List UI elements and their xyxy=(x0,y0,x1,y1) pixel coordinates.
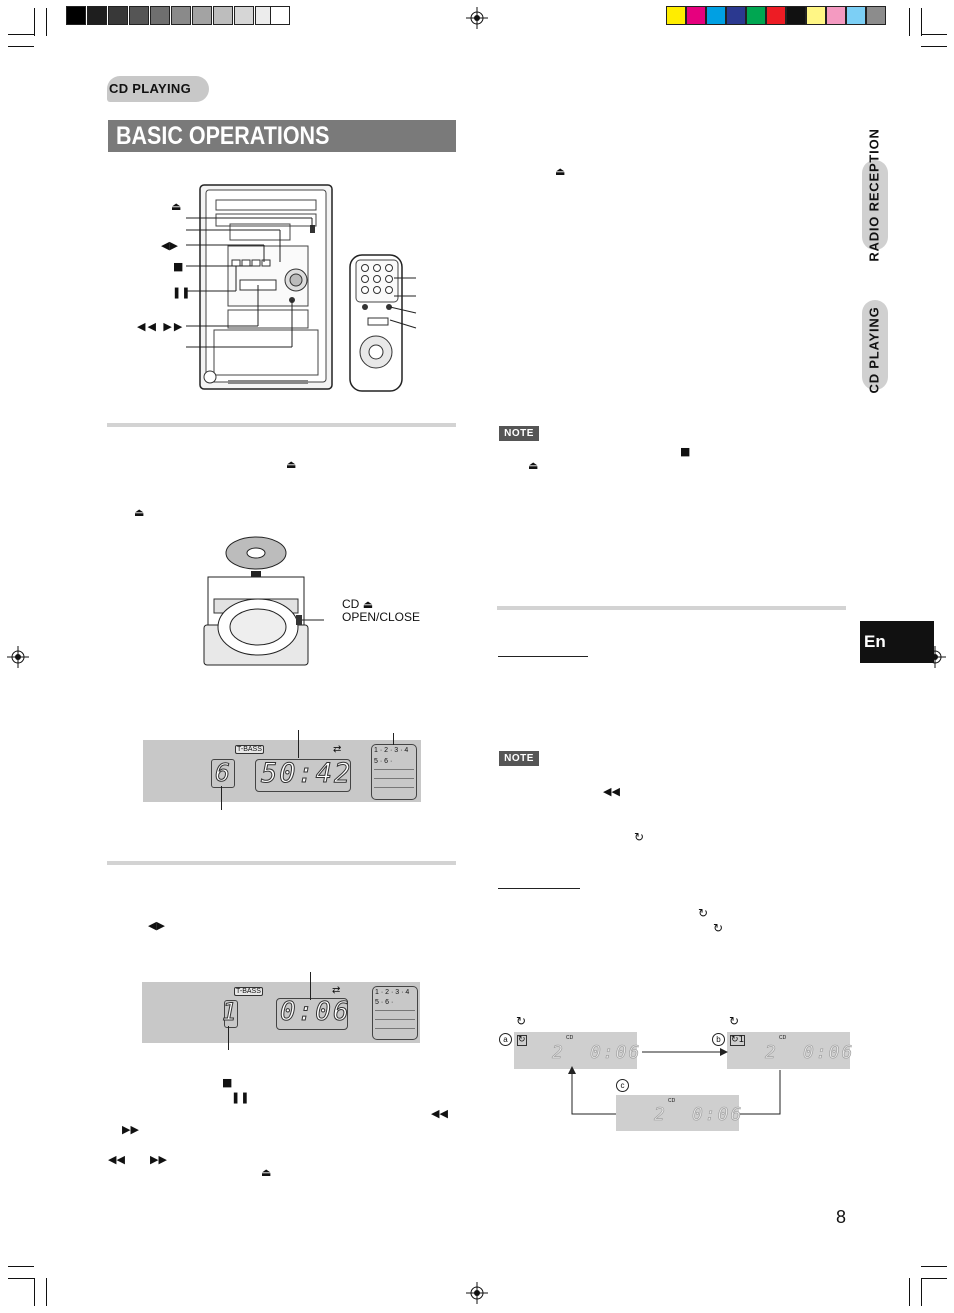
track-grid-row1: 1 · 2 · 3 · 4 xyxy=(375,989,410,996)
current-track: 1 xyxy=(221,998,239,1027)
callout-line xyxy=(310,972,311,1000)
marker-c: c xyxy=(616,1079,629,1092)
elapsed-time: 0:06 xyxy=(280,997,351,1028)
cd-display-total: T-BASS ⇄ 6 50:42 1 · 2 · 3 · 4 5 · 6 · xyxy=(143,740,421,802)
eject-icon: ⏏ xyxy=(362,598,374,611)
page-number: 8 xyxy=(836,1207,847,1227)
subheading-underline xyxy=(498,656,588,657)
subheading-underline xyxy=(498,888,580,889)
eject-icon: ⏏ xyxy=(261,1166,272,1179)
side-tab-radio: RADIO RECEPTION xyxy=(860,110,888,280)
play-pause-icon: ◀▶ xyxy=(161,239,178,252)
open-close-label: OPEN/CLOSE xyxy=(342,610,421,624)
tbass-indicator: T-BASS xyxy=(234,987,263,996)
stop-icon: ■ xyxy=(222,1076,233,1089)
eject-icon: ⏏ xyxy=(528,459,539,472)
eject-icon: ⏏ xyxy=(171,200,182,213)
repeat-display-c: CD 2 0:06 xyxy=(616,1095,742,1131)
section-divider xyxy=(497,606,846,610)
cd-tag: CD xyxy=(668,1098,676,1104)
track-grid: 1 · 2 · 3 · 4 5 · 6 · xyxy=(372,986,418,1040)
callout-line xyxy=(228,1026,229,1050)
repeat-display-a: ↻ CD 2 0:06 xyxy=(514,1032,640,1069)
marker-a: a xyxy=(499,1033,512,1046)
repeat-icon: ↻ xyxy=(729,1014,740,1028)
section-tag-label: CD PLAYING xyxy=(109,81,191,96)
play-pause-icon: ◀▶ xyxy=(148,919,165,932)
stereo-unit-illustration xyxy=(186,184,417,392)
pause-icon: ❚❚ xyxy=(231,1091,250,1104)
cd-tag: CD xyxy=(779,1035,787,1041)
track: 2 xyxy=(654,1104,667,1126)
language-tab: En xyxy=(860,621,934,663)
pause-icon: ❚❚ xyxy=(172,286,191,299)
repeat-icon: ↻ xyxy=(634,830,645,844)
registration-mark-top-icon xyxy=(466,7,488,29)
callout-line xyxy=(393,733,394,745)
track-count: 6 xyxy=(214,758,233,788)
rewind-icon: ◀◀ xyxy=(108,1153,125,1166)
registration-mark-bottom-icon xyxy=(466,1282,488,1304)
repeat-display-b: ↻1 CD 2 0:06 xyxy=(727,1032,853,1069)
side-tab-cd: CD PLAYING xyxy=(860,295,888,405)
track-grid: 1 · 2 · 3 · 4 5 · 6 · xyxy=(371,744,417,800)
track-grid-row1: 1 · 2 · 3 · 4 xyxy=(374,747,409,754)
fast-forward-icon: ▶▶ xyxy=(122,1123,139,1136)
repeat-icon: ↻ xyxy=(516,1014,527,1028)
repeat-indicator-icon: ↻ xyxy=(517,1035,527,1046)
stop-icon: ■ xyxy=(173,260,184,273)
rewind-icon: ◀◀ xyxy=(603,785,620,798)
language-tab-label: En xyxy=(864,632,886,651)
marker-b: b xyxy=(712,1033,725,1046)
total-time: 50:42 xyxy=(260,758,353,790)
time: 0:06 xyxy=(803,1042,855,1064)
track: 2 xyxy=(765,1042,778,1064)
side-tab-radio-label: RADIO RECEPTION xyxy=(866,128,882,262)
fast-forward-icon: ▶▶ xyxy=(150,1153,167,1166)
tbass-indicator: T-BASS xyxy=(235,745,264,754)
callout-line xyxy=(221,786,222,810)
rewind-forward-icon: ◀◀ ▶▶ xyxy=(137,320,185,333)
track-grid-row2: 5 · 6 · xyxy=(375,999,394,1006)
repeat-indicator-icon: ⇄ xyxy=(332,985,341,996)
eject-icon: ⏏ xyxy=(134,506,145,519)
side-tab-cd-label: CD PLAYING xyxy=(866,306,882,394)
cd-open-close-label: CD ⏏ OPEN/CLOSE xyxy=(342,598,420,624)
eject-icon: ⏏ xyxy=(286,458,297,471)
section-divider xyxy=(107,861,456,865)
repeat-icon: ↻ xyxy=(698,906,709,920)
callout-line xyxy=(298,730,299,758)
repeat-flow-arrows xyxy=(568,1048,781,1115)
track: 2 xyxy=(552,1042,565,1064)
cd-tag: CD xyxy=(566,1035,574,1041)
repeat-indicator-icon: ⇄ xyxy=(333,744,342,755)
registration-mark-left-icon xyxy=(7,646,29,668)
repeat-icon: ↻ xyxy=(713,921,724,935)
rewind-icon: ◀◀ xyxy=(431,1107,448,1120)
repeat-indicator-icon: ↻1 xyxy=(730,1035,746,1046)
time: 0:06 xyxy=(590,1042,642,1064)
eject-icon: ⏏ xyxy=(555,165,566,178)
time: 0:06 xyxy=(692,1104,744,1126)
section-tag: CD PLAYING xyxy=(107,76,209,102)
section-divider xyxy=(107,423,456,427)
page-title: BASIC OPERATIONS xyxy=(116,122,330,150)
track-grid-row2: 5 · 6 · xyxy=(374,758,393,765)
cd-loading-illustration xyxy=(203,536,324,666)
cd-label: CD xyxy=(342,597,360,611)
note-badge: NOTE xyxy=(499,426,539,441)
page-title-bar: BASIC OPERATIONS xyxy=(108,120,456,152)
cd-display-playing: T-BASS ⇄ 1 0:06 1 · 2 · 3 · 4 5 · 6 · xyxy=(142,982,420,1043)
stop-icon: ■ xyxy=(680,445,691,458)
note-badge: NOTE xyxy=(499,751,539,766)
